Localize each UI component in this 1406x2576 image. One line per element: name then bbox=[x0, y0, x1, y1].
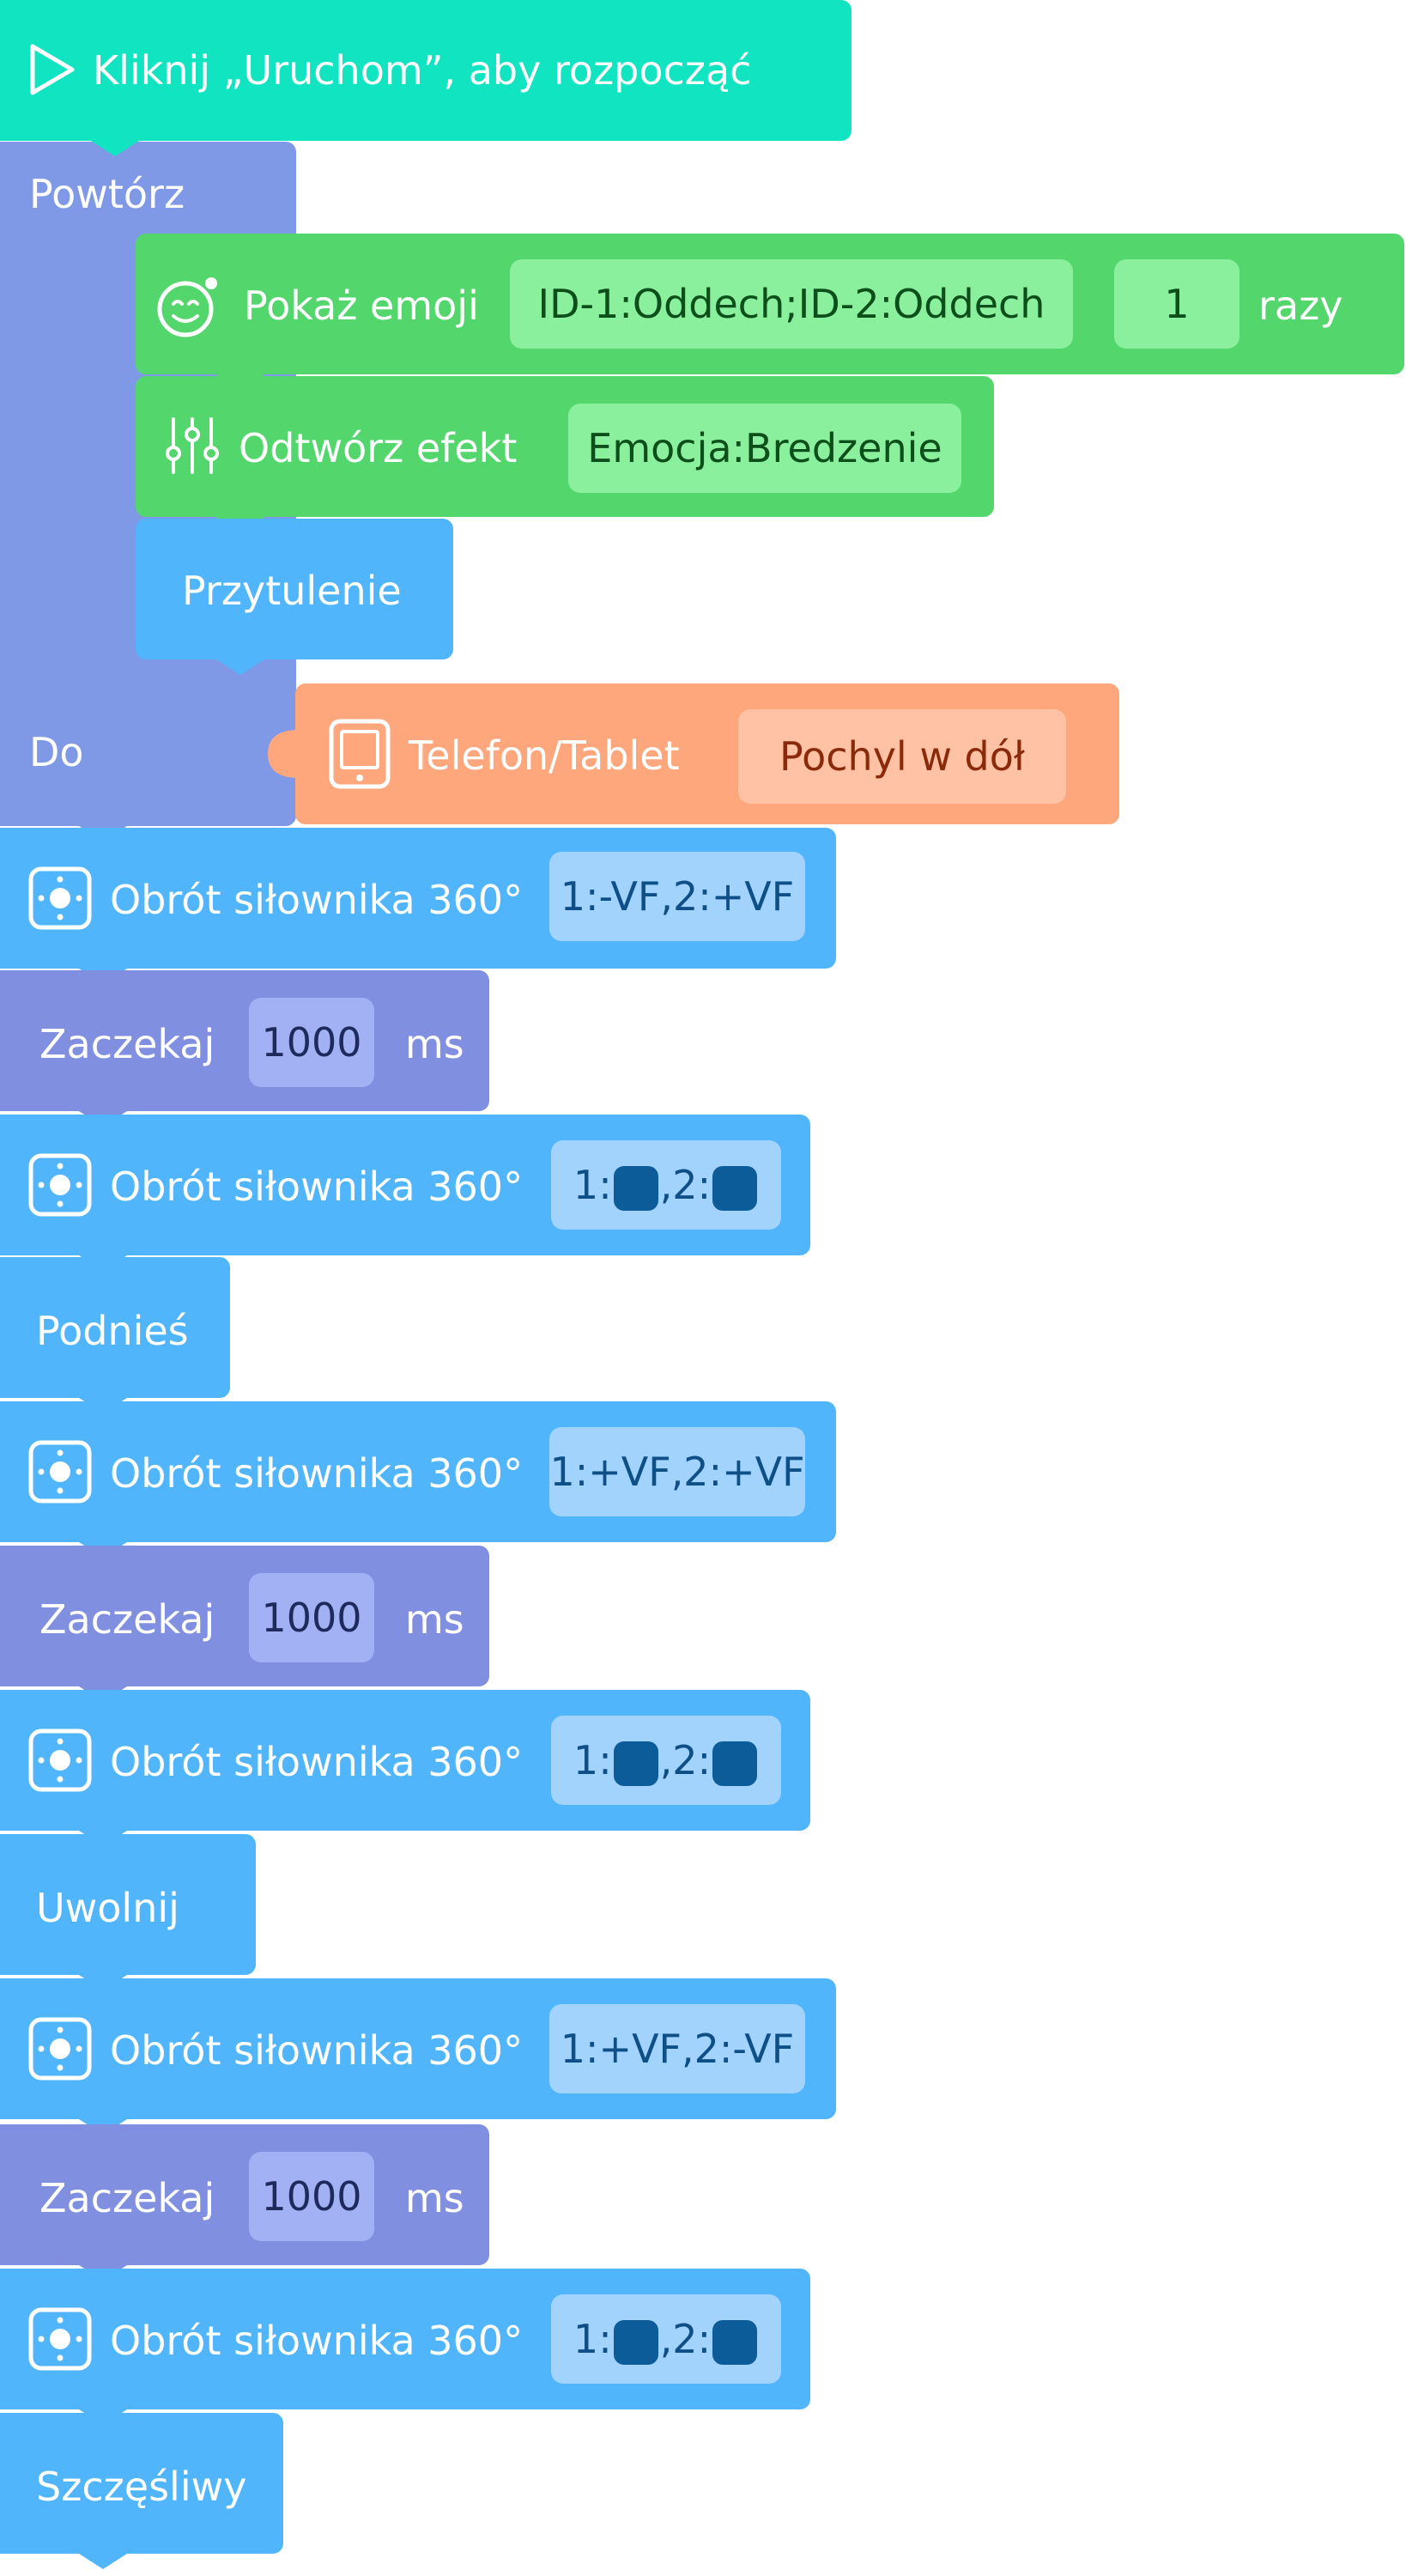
show-emoji-value[interactable]: ID-1:Oddech;ID-2:Oddech bbox=[510, 259, 1073, 349]
color-swatch bbox=[712, 1165, 758, 1211]
condition-label: Telefon/Tablet bbox=[409, 732, 680, 779]
color-swatch bbox=[613, 2319, 658, 2365]
color-swatch bbox=[712, 1741, 758, 1786]
wait-block-2[interactable] bbox=[0, 1546, 489, 1686]
sliders-icon bbox=[166, 417, 219, 474]
show-emoji-label: Pokaż emoji bbox=[244, 283, 479, 329]
cuddle-label: Przytulenie bbox=[182, 568, 402, 614]
start-block[interactable] bbox=[0, 0, 851, 141]
happy-label: Szczęśliwy bbox=[36, 2464, 247, 2510]
servo-label-6: Obrót siłownika 360° bbox=[110, 2318, 524, 2364]
tablet-icon bbox=[329, 719, 391, 789]
color-swatch bbox=[613, 1741, 658, 1786]
wait-unit-3: ms bbox=[405, 2175, 464, 2221]
cuddle-block[interactable] bbox=[136, 519, 453, 659]
release-label: Uwolnij bbox=[36, 1885, 179, 1931]
servo-icon bbox=[28, 1153, 92, 1217]
servo-value-6[interactable]: 1: ,2: bbox=[551, 2294, 781, 2384]
condition-connector bbox=[268, 730, 299, 778]
servo-icon bbox=[28, 2017, 92, 2081]
servo-icon bbox=[28, 866, 92, 930]
repeat-arm bbox=[0, 142, 136, 826]
condition-value[interactable]: Pochyl w dół bbox=[738, 709, 1066, 804]
servo-value-2[interactable]: 1: ,2: bbox=[551, 1140, 781, 1230]
servo-stop-prefix-1: 1: bbox=[573, 2316, 612, 2362]
servo-label-2: Obrót siłownika 360° bbox=[110, 1163, 524, 1210]
repeat-until-label: Do bbox=[29, 729, 84, 775]
servo-value-5[interactable]: 1:+VF,2:-VF bbox=[549, 2004, 805, 2093]
servo-label-4: Obrót siłownika 360° bbox=[110, 1739, 524, 1785]
servo-stop-prefix-1: 1: bbox=[573, 1737, 612, 1783]
play-icon bbox=[30, 44, 75, 95]
servo-stop-prefix-2: ,2: bbox=[659, 1162, 712, 1208]
lift-label: Podnieś bbox=[36, 1308, 189, 1354]
servo-stop-prefix-1: 1: bbox=[573, 1162, 612, 1208]
lift-block[interactable] bbox=[0, 1257, 230, 1398]
show-emoji-count[interactable]: 1 bbox=[1114, 259, 1239, 349]
wait-unit-2: ms bbox=[405, 1596, 464, 1643]
servo-icon bbox=[28, 2307, 92, 2371]
servo-stop-prefix-2: ,2: bbox=[659, 2316, 712, 2362]
happy-notch bbox=[79, 2554, 127, 2569]
servo-value-3[interactable]: 1:+VF,2:+VF bbox=[549, 1427, 805, 1516]
servo-icon bbox=[28, 1440, 92, 1504]
release-block[interactable] bbox=[0, 1834, 256, 1975]
servo-label-1: Obrót siłownika 360° bbox=[110, 877, 524, 923]
servo-stop-prefix-2: ,2: bbox=[659, 1737, 712, 1783]
color-swatch bbox=[613, 1165, 658, 1211]
servo-label-3: Obrót siłownika 360° bbox=[110, 1450, 524, 1497]
emoji-face-icon bbox=[157, 277, 217, 337]
wait-label-1: Zaczekaj bbox=[39, 1021, 215, 1067]
servo-label-5: Obrót siłownika 360° bbox=[110, 2027, 524, 2074]
repeat-label: Powtórz bbox=[29, 171, 185, 217]
color-swatch bbox=[712, 2319, 758, 2365]
wait-label-3: Zaczekaj bbox=[39, 2175, 215, 2221]
wait-value-1[interactable]: 1000 bbox=[249, 998, 374, 1087]
wait-unit-1: ms bbox=[405, 1021, 464, 1067]
play-effect-label: Odtwórz efekt bbox=[239, 425, 518, 471]
start-label: Kliknij „Uruchom”, aby rozpocząć bbox=[93, 47, 752, 94]
wait-value-3[interactable]: 1000 bbox=[249, 2152, 374, 2241]
servo-icon bbox=[28, 1728, 92, 1792]
wait-block-3[interactable] bbox=[0, 2124, 489, 2265]
wait-value-2[interactable]: 1000 bbox=[249, 1573, 374, 1662]
wait-block-1[interactable] bbox=[0, 970, 489, 1111]
servo-value-1[interactable]: 1:-VF,2:+VF bbox=[549, 852, 805, 941]
play-effect-value[interactable]: Emocja:Bredzenie bbox=[568, 404, 961, 493]
wait-label-2: Zaczekaj bbox=[39, 1596, 215, 1643]
servo-value-4[interactable]: 1: ,2: bbox=[551, 1716, 781, 1805]
happy-block[interactable] bbox=[0, 2413, 283, 2554]
show-emoji-count-unit: razy bbox=[1258, 283, 1343, 329]
